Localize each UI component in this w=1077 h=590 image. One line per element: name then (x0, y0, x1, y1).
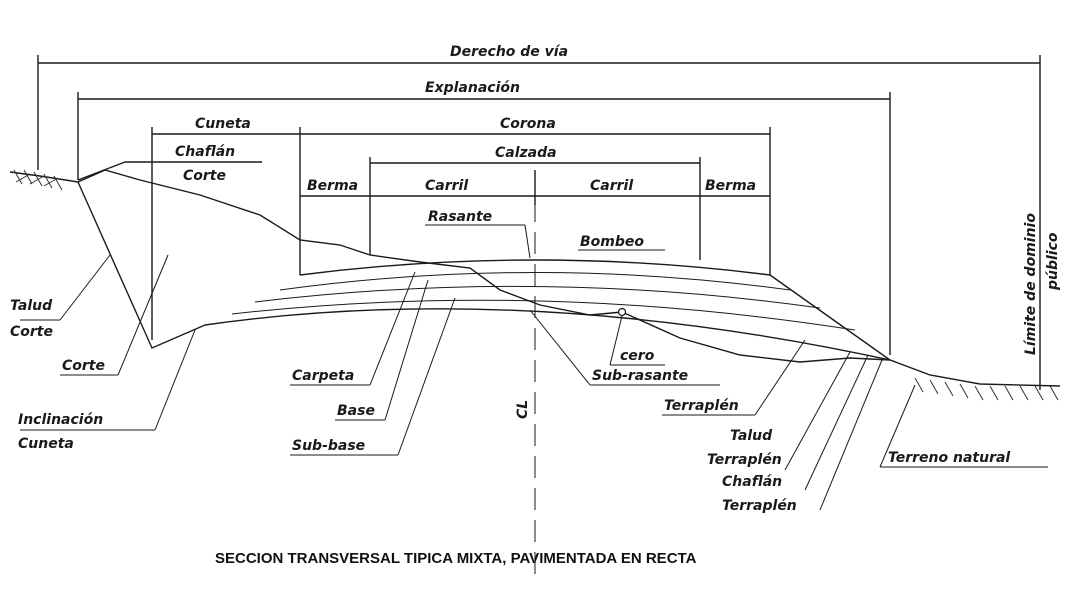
label-carpeta: Carpeta (292, 368, 354, 384)
label-talud-corte-1: Talud (10, 298, 53, 314)
label-inclinacion-2: Cuneta (18, 436, 74, 452)
label-corona: Corona (500, 116, 556, 132)
diagram-caption: SECCION TRANSVERSAL TIPICA MIXTA, PAVIME… (215, 550, 697, 567)
label-talud-terraplen-1: Talud (730, 428, 773, 444)
label-talud-corte-2: Corte (10, 324, 53, 340)
label-cuneta: Cuneta (195, 116, 251, 132)
label-cero: cero (620, 348, 655, 364)
label-carril-left: Carril (425, 178, 468, 194)
label-corte: Corte (62, 358, 105, 374)
label-talud-terraplen-2: Terraplén (707, 452, 782, 468)
label-terraplen: Terraplén (664, 398, 739, 414)
label-chaflan-terraplen-1: Chaflán (722, 474, 782, 490)
label-carril-right: Carril (590, 178, 633, 194)
label-berma-right: Berma (705, 178, 756, 194)
label-rasante: Rasante (428, 209, 492, 225)
label-limite-dominio-1: Límite de dominio (1023, 213, 1039, 355)
label-inclinacion-1: Inclinación (18, 412, 103, 428)
label-chaflan-corte-2: Corte (183, 168, 226, 184)
label-berma-left: Berma (307, 178, 358, 194)
diagram-labels: Derecho de vía Explanación Cuneta Chaflá… (10, 44, 1061, 514)
label-bombeo: Bombeo (580, 234, 644, 250)
label-centerline: CL (515, 400, 531, 419)
leader-lines (20, 224, 1048, 511)
label-chaflan-terraplen-2: Terraplén (722, 498, 797, 514)
label-calzada: Calzada (495, 145, 557, 161)
dimension-lines (37, 55, 1041, 390)
label-limite-dominio-2: público (1045, 232, 1061, 291)
label-terreno-natural: Terreno natural (888, 450, 1010, 466)
terrain-and-road (9, 169, 1061, 575)
label-explanacion: Explanación (425, 80, 520, 96)
label-sub-base: Sub-base (292, 438, 365, 454)
label-sub-rasante: Sub-rasante (592, 368, 688, 384)
label-chaflan-corte-1: Chaflán (175, 144, 235, 160)
label-derecho-de-via: Derecho de vía (450, 44, 568, 60)
label-base: Base (337, 403, 375, 419)
